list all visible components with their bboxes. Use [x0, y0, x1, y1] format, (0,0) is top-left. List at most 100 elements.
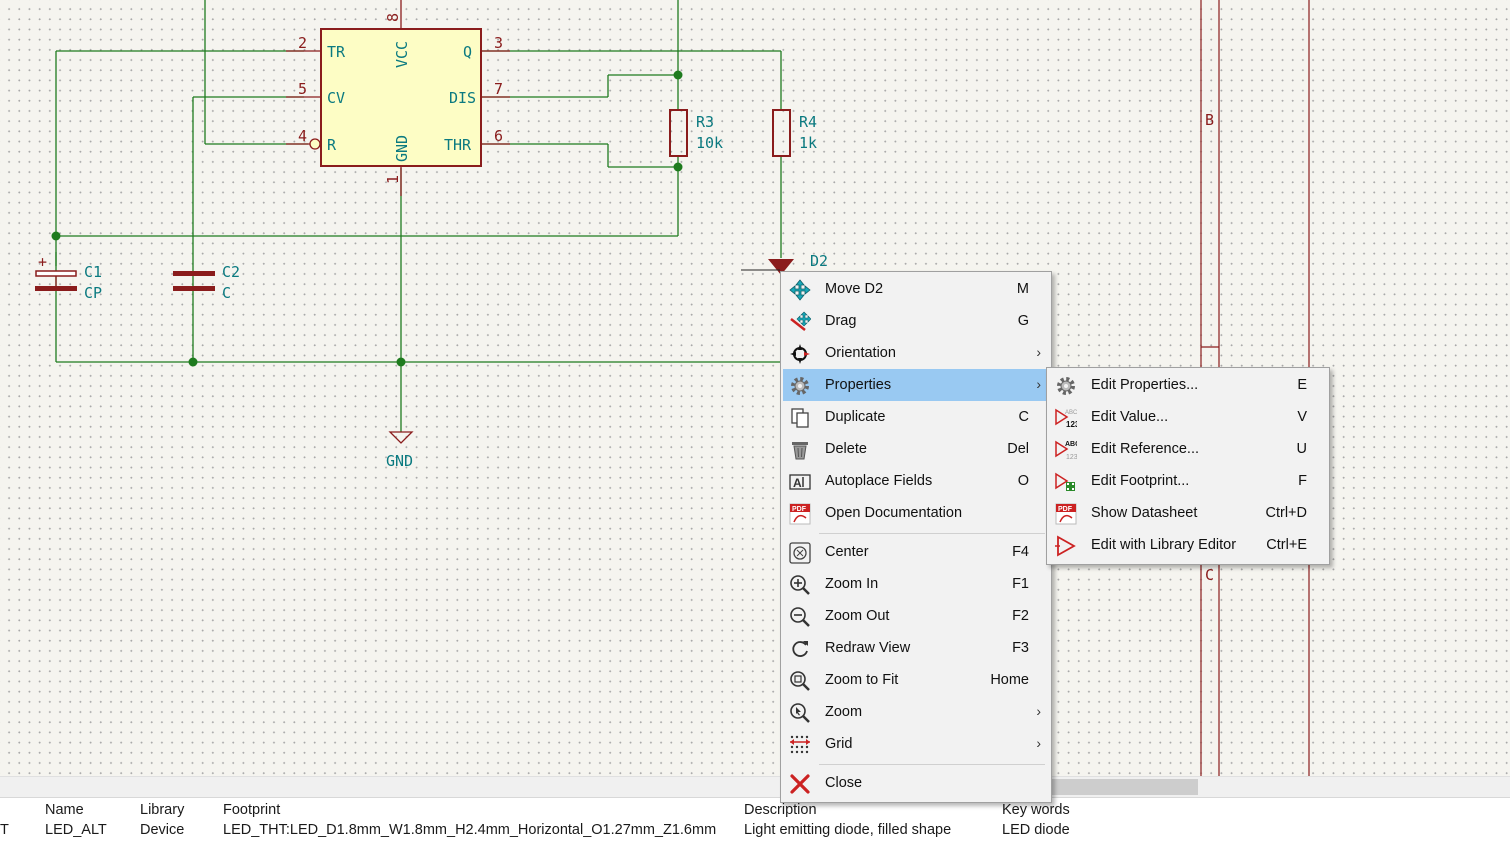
menu-label: Edit with Library Editor — [1091, 537, 1237, 553]
menu-item-close[interactable]: Close — [783, 767, 1049, 799]
menu-item-move[interactable]: Move D2 M — [783, 273, 1049, 305]
pin-number: 2 — [298, 34, 307, 52]
gear-icon — [791, 377, 809, 395]
r3-reference: R3 — [696, 113, 714, 131]
edit-footprint-icon — [1055, 472, 1075, 491]
submenu-item-edit-with-library-editor[interactable]: Edit with Library Editor Ctrl+E — [1049, 529, 1327, 561]
submenu-item-edit-footprint[interactable]: Edit Footprint... F — [1049, 465, 1327, 497]
grid-icon — [790, 735, 810, 754]
submenu-arrow-icon: › — [1036, 703, 1041, 719]
pin-number: 4 — [298, 127, 307, 145]
pin-name: THR — [444, 136, 472, 154]
menu-shortcut: F3 — [1012, 640, 1029, 656]
capacitor-c1[interactable]: + C1 CP — [35, 253, 102, 302]
junctions — [51, 70, 683, 367]
horizontal-scrollbar[interactable] — [0, 776, 1510, 797]
menu-label: Move D2 — [825, 281, 884, 297]
gnd-symbol[interactable]: GND — [386, 431, 414, 470]
menu-label: Edit Properties... — [1091, 377, 1199, 393]
menu-label: Edit Value... — [1091, 409, 1169, 425]
svg-text:A: A — [793, 476, 802, 490]
menu-label: Delete — [825, 441, 867, 457]
menu-shortcut: V — [1297, 409, 1307, 425]
c2-reference: C2 — [222, 263, 240, 281]
menu-shortcut: Ctrl+E — [1266, 537, 1307, 553]
description-header: Description — [744, 802, 817, 818]
center-icon — [789, 542, 811, 564]
schematic-drawing[interactable]: B C — [0, 0, 1510, 776]
menu-item-zoom[interactable]: Zoom › — [783, 696, 1049, 728]
submenu-item-edit-value[interactable]: ABC 123 Edit Value... V — [1049, 401, 1327, 433]
pin-name: Q — [463, 43, 472, 61]
drag-icon — [790, 311, 811, 331]
menu-item-properties[interactable]: Properties › — [783, 369, 1049, 401]
menu-item-zoom-to-fit[interactable]: Zoom to Fit Home — [783, 664, 1049, 696]
submenu-arrow-icon: › — [1036, 376, 1041, 392]
menu-item-delete[interactable]: Delete Del — [783, 433, 1049, 465]
r3-value: 10k — [696, 134, 723, 152]
ic-555[interactable]: 2 TR 5 CV 4 R 8 VCC 1 GND 3 Q 7 DIS 6 TH… — [286, 0, 510, 196]
menu-label: Edit Reference... — [1091, 441, 1199, 457]
context-menu: Move D2 M Drag G Orientation › Propertie… — [780, 271, 1052, 803]
c2-value: C — [222, 284, 231, 302]
pin-name: DIS — [449, 89, 476, 107]
submenu-arrow-icon: › — [1036, 735, 1041, 751]
menu-label: Grid — [825, 736, 853, 752]
menu-label: Show Datasheet — [1091, 505, 1198, 521]
capacitor-c2[interactable]: C2 C — [173, 263, 240, 302]
pin-name: VCC — [393, 41, 411, 68]
pin-number: 5 — [298, 80, 307, 98]
c1-reference: C1 — [84, 263, 102, 281]
menu-item-zoom-in[interactable]: Zoom In F1 — [783, 568, 1049, 600]
zoom-fit-icon — [790, 671, 810, 691]
menu-item-orientation[interactable]: Orientation › — [783, 337, 1049, 369]
menu-shortcut: F1 — [1012, 576, 1029, 592]
svg-text:PDF: PDF — [792, 506, 807, 513]
pdf-icon: PDF — [789, 503, 811, 525]
zoom-in-icon — [790, 575, 810, 595]
resistor-r4[interactable]: R4 1k — [772, 109, 817, 157]
footprint-header: Footprint — [223, 802, 281, 818]
pin-name: GND — [393, 135, 411, 162]
menu-label: Zoom — [825, 704, 863, 720]
scrollbar-thumb[interactable] — [1050, 779, 1198, 795]
keywords-header: Key words — [1002, 802, 1070, 818]
submenu-item-show-datasheet[interactable]: PDF Show Datasheet Ctrl+D — [1049, 497, 1327, 529]
menu-shortcut: F — [1298, 473, 1307, 489]
menu-label: Drag — [825, 313, 857, 329]
menu-shortcut: E — [1297, 377, 1307, 393]
pin-number: 6 — [494, 127, 503, 145]
led-d2[interactable]: D2 — [741, 252, 828, 275]
menu-item-autoplace-fields[interactable]: A Autoplace Fields O — [783, 465, 1049, 497]
menu-label: Redraw View — [825, 640, 911, 656]
pdf-icon: PDF — [1055, 503, 1077, 525]
menu-item-drag[interactable]: Drag G — [783, 305, 1049, 337]
menu-item-center[interactable]: Center F4 — [783, 536, 1049, 568]
menu-shortcut: U — [1296, 441, 1307, 457]
menu-shortcut: C — [1018, 409, 1029, 425]
orientation-icon — [790, 344, 810, 364]
library-header: Library — [140, 802, 185, 818]
svg-text:PDF: PDF — [1058, 506, 1073, 513]
edit-value-icon: ABC 123 — [1055, 408, 1077, 429]
pin-name: TR — [327, 43, 346, 61]
menu-item-grid[interactable]: Grid › — [783, 728, 1049, 760]
menu-item-zoom-out[interactable]: Zoom Out F2 — [783, 600, 1049, 632]
gnd-label: GND — [386, 452, 413, 470]
pin-number: 7 — [494, 80, 503, 98]
c1-value: CP — [84, 284, 102, 302]
menu-shortcut: F2 — [1012, 608, 1029, 624]
menu-item-redraw-view[interactable]: Redraw View F3 — [783, 632, 1049, 664]
menu-shortcut: Del — [1007, 441, 1029, 457]
menu-label: Zoom Out — [825, 608, 890, 624]
svg-text:123: 123 — [1066, 454, 1077, 461]
submenu-item-edit-properties[interactable]: Edit Properties... E — [1049, 369, 1327, 401]
submenu-item-edit-reference[interactable]: ABC 123 Edit Reference... U — [1049, 433, 1327, 465]
resistor-r3[interactable]: R3 10k — [669, 109, 723, 157]
menu-item-open-documentation[interactable]: PDF Open Documentation — [783, 497, 1049, 529]
menu-label: Open Documentation — [825, 505, 963, 521]
close-icon — [790, 774, 810, 794]
gear-icon — [1057, 377, 1075, 395]
menu-item-duplicate[interactable]: Duplicate C — [783, 401, 1049, 433]
menu-label: Zoom to Fit — [825, 672, 899, 688]
